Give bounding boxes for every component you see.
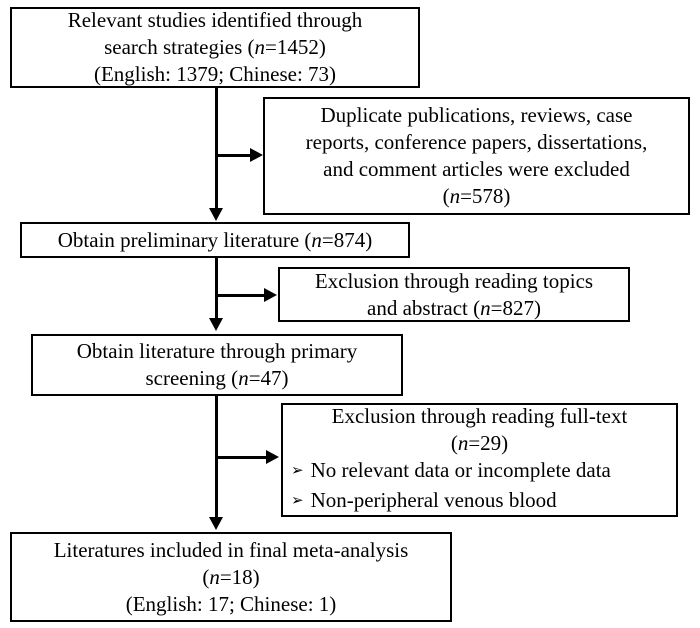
arrowhead-right-icon [250, 148, 263, 162]
box-text-line: Exclusion through reading topics [280, 268, 628, 295]
arrowhead-down-icon [209, 208, 223, 221]
box-primary-screening: Obtain literature through primary screen… [31, 334, 403, 396]
italic-n: n [480, 295, 491, 320]
italic-n: n [238, 366, 249, 390]
text-segment: =1452) [265, 35, 326, 59]
arrowhead-right-icon [264, 288, 277, 302]
text-segment: =18) [219, 564, 260, 589]
italic-n: n [449, 184, 461, 208]
arrow-line-horizontal-3 [217, 456, 268, 459]
box-excluded-topics-abstract: Exclusion through reading topics and abs… [278, 267, 630, 322]
box-text-line: (English: 17; Chinese: 1) [12, 591, 450, 618]
text-segment: Exclusion through reading topics [314, 268, 594, 293]
arrow-line-horizontal-1 [217, 154, 251, 157]
text-segment: Literatures included in final meta-analy… [53, 537, 409, 562]
box-text-line: Exclusion through reading full-text [283, 403, 676, 430]
text-segment: Obtain preliminary literature ( [57, 227, 312, 252]
text-segment: =29) [468, 431, 509, 455]
text-segment: Duplicate publications, reviews, case [320, 103, 633, 127]
text-segment: ( [202, 564, 210, 589]
arrowhead-bullet-icon: ➢ [291, 493, 304, 509]
text-segment: Exclusion through reading full-text [331, 404, 628, 428]
box-text-line: and comment articles were excluded [265, 156, 688, 183]
text-segment: =47) [248, 366, 289, 390]
arrowhead-down-icon [209, 517, 223, 530]
box-text-line: (English: 1379; Chinese: 73) [12, 61, 418, 88]
arrow-line-vertical-3 [215, 395, 218, 519]
text-segment: and abstract ( [367, 295, 481, 320]
text-segment: screening ( [145, 366, 239, 390]
text-segment: ( [442, 184, 450, 208]
box-text-line: reports, conference papers, dissertation… [265, 129, 688, 156]
box-included-final: Literatures included in final meta-analy… [10, 532, 452, 622]
box-preliminary-literature: Obtain preliminary literature (n=874) [20, 222, 410, 258]
arrowhead-right-icon [266, 450, 279, 464]
italic-n: n [311, 227, 322, 252]
bullet-item: ➢ No relevant data or incomplete data [283, 457, 676, 487]
text-segment: (English: 1379; Chinese: 73) [93, 62, 337, 86]
italic-n: n [209, 564, 220, 589]
text-segment: No relevant data or incomplete data [310, 458, 611, 482]
arrowhead-down-icon [209, 318, 223, 331]
text-segment: Relevant studies identified through [67, 8, 363, 32]
box-text-line: and abstract (n=827) [280, 295, 628, 322]
text-segment: Non-peripheral venous blood [310, 488, 557, 512]
box-identified-studies: Relevant studies identified through sear… [10, 7, 420, 88]
box-text-line: (n=18) [12, 564, 450, 591]
arrowhead-bullet-icon: ➢ [291, 463, 304, 479]
text-segment: =827) [490, 295, 541, 320]
box-excluded-duplicates: Duplicate publications, reviews, case re… [263, 97, 690, 215]
arrow-line-vertical-1 [215, 88, 218, 210]
box-text-line: (n=578) [265, 183, 688, 210]
italic-n: n [457, 431, 469, 455]
text-segment: search strategies ( [104, 35, 255, 59]
italic-n: n [254, 35, 266, 59]
text-segment: =578) [460, 184, 511, 208]
box-excluded-fulltext: Exclusion through reading full-text (n=2… [281, 403, 678, 517]
bullet-item: ➢ Non-peripheral venous blood [283, 487, 676, 517]
text-segment: =874) [321, 227, 373, 252]
text-segment: (English: 17; Chinese: 1) [125, 591, 337, 616]
text-segment: ( [450, 431, 458, 455]
box-text-line: Duplicate publications, reviews, case [265, 102, 688, 129]
box-text-line: (n=29) [283, 430, 676, 457]
box-text-line: search strategies (n=1452) [12, 34, 418, 61]
box-text-line: screening (n=47) [33, 365, 401, 392]
box-text-line: Obtain preliminary literature (n=874) [22, 227, 408, 254]
box-text-line: Obtain literature through primary [33, 338, 401, 365]
arrow-line-vertical-2 [215, 257, 218, 319]
box-text-line: Relevant studies identified through [12, 7, 418, 34]
box-text-line: Literatures included in final meta-analy… [12, 537, 450, 564]
arrow-line-horizontal-2 [217, 294, 266, 297]
text-segment: and comment articles were excluded [323, 157, 630, 181]
text-segment: Obtain literature through primary [76, 339, 358, 363]
text-segment: reports, conference papers, dissertation… [305, 130, 648, 154]
